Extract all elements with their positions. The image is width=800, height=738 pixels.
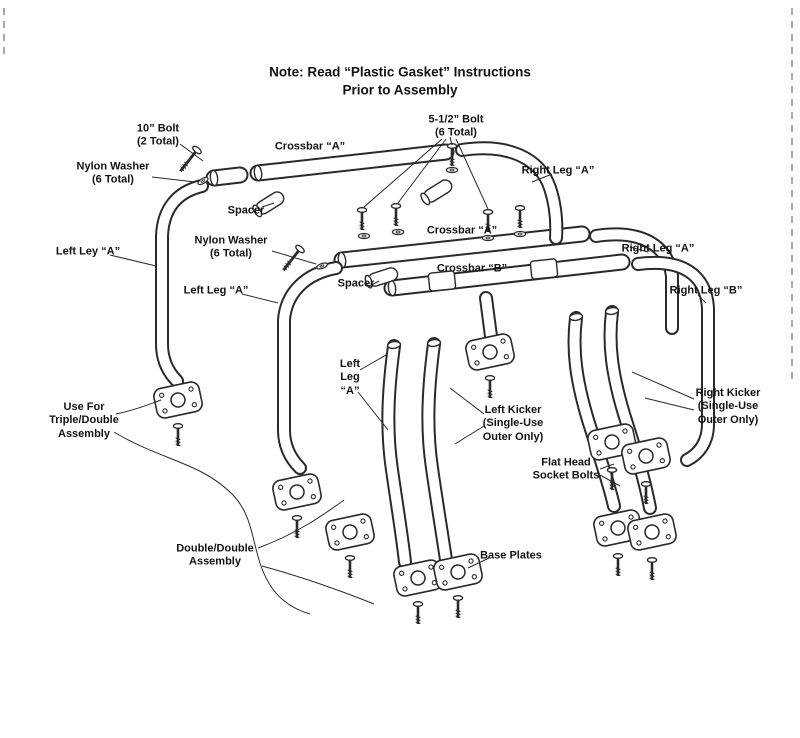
label-left-leg-a: Left Leg “A”: [183, 284, 249, 297]
label-spacer-mid: Spacer: [337, 277, 375, 290]
label-5-half-inch-bolt: 5-1/2” Bolt (6 Total): [428, 113, 484, 139]
crossbar-a-top-tube: [205, 143, 455, 187]
spacer-parts: [252, 179, 453, 289]
label-right-leg-a-top: Right Leg “A”: [521, 164, 595, 177]
label-left-ley-a: Left Ley “A”: [55, 245, 121, 258]
left-kicker-tubes: [381, 337, 453, 569]
left-leg-a-mid-tube: [277, 261, 343, 475]
label-spacer-top: Spacer: [227, 204, 265, 217]
left-leg-a-top-tube: [155, 179, 209, 388]
label-right-kicker: Right Kicker (Single-Use Outer Only): [695, 386, 761, 426]
right-leg-a-top-tube: [455, 141, 564, 245]
label-base-plates: Base Plates: [480, 549, 542, 562]
label-crossbar-b: Crossbar “B”: [436, 262, 508, 275]
label-flat-head-socket-bolts: Flat Head Socket Bolts: [532, 456, 600, 482]
label-crossbar-a-top: Crossbar “A”: [274, 140, 346, 153]
right-leg-b-tube: [631, 255, 715, 467]
label-right-leg-b: Right Leg “B”: [669, 284, 743, 297]
label-use-for-triple-double: Use For Triple/Double Assembly: [49, 400, 119, 440]
crossbar-b-tube: [383, 253, 631, 297]
right-kicker-tubes: [567, 305, 657, 515]
label-double-double-assembly: Double/Double Assembly: [176, 542, 254, 568]
label-crossbar-a-mid: Crossbar “A”: [426, 224, 498, 237]
label-right-leg-a-mid: Right Leg “A”: [621, 242, 695, 255]
label-left-leg-a-stacked: Left Leg “A”: [339, 357, 361, 397]
label-nylon-washer-top: Nylon Washer (6 Total): [76, 160, 150, 186]
right-leg-a-mid-tube: [589, 227, 679, 335]
crop-marks: [3, 8, 793, 380]
leader-lines: [109, 136, 707, 615]
label-10-inch-bolt: 10” Bolt (2 Total): [136, 122, 180, 148]
label-left-kicker: Left Kicker (Single-Use Outer Only): [482, 403, 544, 443]
page-title: Note: Read “Plastic Gasket” Instructions…: [269, 64, 531, 97]
label-nylon-washer-mid: Nylon Washer (6 Total): [194, 234, 268, 260]
